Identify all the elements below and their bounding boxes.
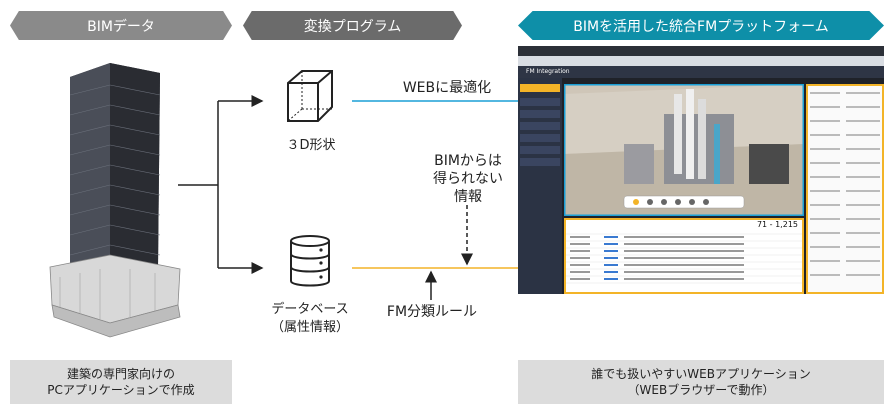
3d-viewer (563, 83, 805, 217)
app-title: FM Integration (526, 68, 570, 75)
shape-label: ３D形状 (286, 138, 336, 153)
footer-left: 建築の専門家向けの PCアプリケーションで作成 (10, 360, 232, 404)
web-optimized-label: WEBに最適化 (402, 80, 492, 96)
cube-icon (287, 70, 333, 122)
record-count: 71 - 1,215 (756, 220, 798, 229)
not-from-bim-label: BIMからは 得られない 情報 (433, 153, 503, 205)
header-bim-data: BIMデータ (10, 11, 232, 40)
database-label: データベース （属性情報） (270, 302, 349, 335)
fm-rule-label: FM分類ルール (386, 304, 478, 320)
attribute-grid: 71 - 1,215 (564, 218, 804, 294)
fm-platform-screenshot: FM Integration 71 - 1,215 (518, 46, 884, 294)
database-icon (290, 235, 330, 287)
footer-right: 誰でも扱いやすいWEBアプリケーション （WEBブラウザーで動作） (518, 360, 884, 404)
app-sidebar (518, 78, 562, 294)
header-platform: BIMを活用した統合FMプラットフォーム (518, 11, 884, 40)
property-panel (806, 84, 884, 294)
building-illustration (49, 63, 181, 338)
header-conversion: 変換プログラム (243, 11, 462, 40)
